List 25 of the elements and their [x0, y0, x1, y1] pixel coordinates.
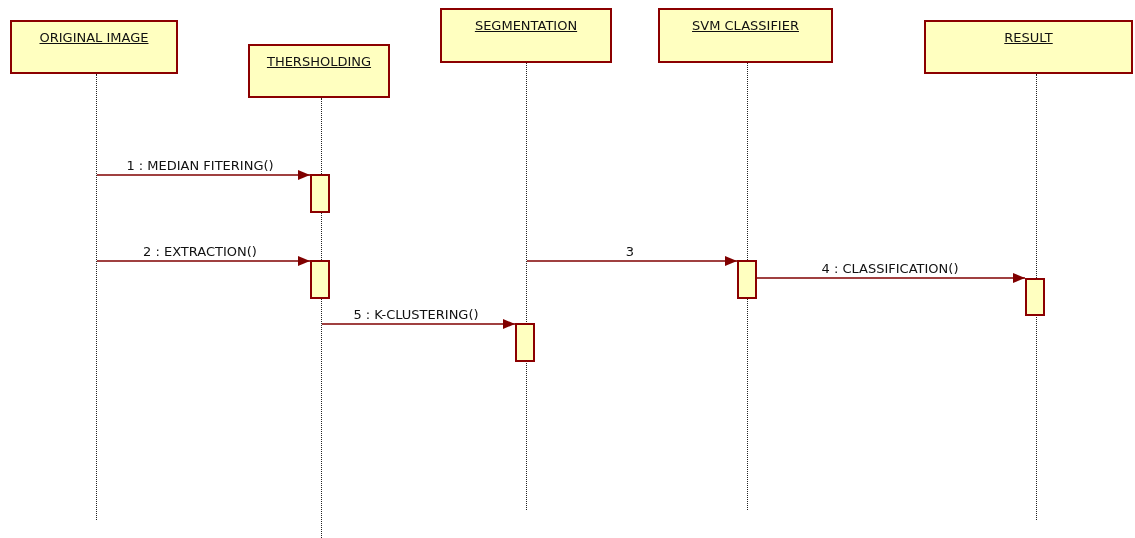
- object-name: ORIGINAL IMAGE: [39, 29, 149, 47]
- object-name: SEGMENTATION: [474, 17, 578, 35]
- activation-bar: [310, 174, 330, 213]
- edge-label: 1 : MEDIAN FITERING(): [124, 159, 276, 172]
- lifeline-header-box: [10, 20, 178, 74]
- activation-bar: [1025, 278, 1045, 316]
- lifeline-header-box: [924, 20, 1133, 74]
- message-arrow: [526, 256, 738, 266]
- edge-label: 2 : EXTRACTION(): [141, 245, 259, 258]
- lifeline-header-box: [440, 8, 612, 63]
- object-name: THERSHOLDING: [266, 53, 372, 71]
- activation-bar: [310, 260, 330, 299]
- message-arrow: [756, 273, 1026, 283]
- activation-bar: [515, 323, 535, 362]
- message-arrow: [96, 256, 311, 266]
- lifeline-header-box: [248, 44, 390, 98]
- message-arrow: [321, 319, 516, 329]
- object-name: SVM CLASSIFIER: [692, 17, 799, 35]
- message-arrow: [96, 170, 311, 180]
- lifeline: [96, 74, 97, 520]
- object-name: RESULT: [1004, 29, 1053, 47]
- lifeline-header-box: [658, 8, 833, 63]
- edge-label: 5 : K-CLUSTERING(): [351, 308, 481, 321]
- edge-label: 4 : CLASSIFICATION(): [819, 262, 961, 275]
- activation-bar: [737, 260, 757, 299]
